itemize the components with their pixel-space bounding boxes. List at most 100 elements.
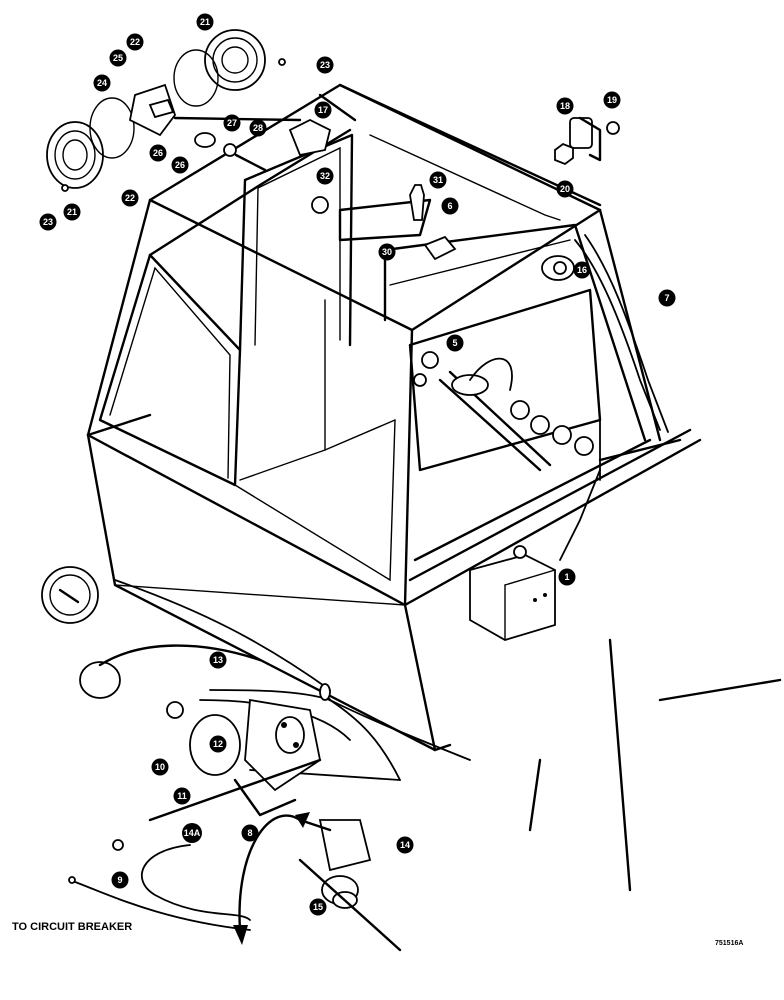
callout-25: 25 [109, 49, 127, 67]
plug [79, 579, 331, 699]
callout-circle [149, 144, 167, 162]
callout-label: 8 [247, 828, 252, 838]
callout-circle [446, 334, 464, 352]
callout-label: 21 [67, 207, 77, 217]
gauge-1 [510, 400, 530, 420]
callout-12: 12 [209, 735, 227, 753]
callout-circle [309, 898, 327, 916]
callout-21: 21 [63, 203, 81, 221]
callout-6: 6 [441, 197, 459, 215]
callout-24: 24 [93, 74, 111, 92]
callout-label: 13 [213, 655, 223, 665]
callout-circle [441, 197, 459, 215]
callout-circle [558, 568, 576, 586]
callout-circle [63, 203, 81, 221]
callout-9: 9 [111, 871, 129, 889]
callout-label: 30 [382, 247, 392, 257]
control-box [469, 545, 556, 641]
callout-23: 23 [316, 56, 334, 74]
callout-circle [121, 189, 139, 207]
callout-label: 16 [577, 265, 587, 275]
callout-label: 22 [130, 37, 140, 47]
callout-circle [126, 33, 144, 51]
callout-31: 31 [429, 171, 447, 189]
callout-label: 14A [184, 828, 201, 838]
callout-circle [556, 180, 574, 198]
callout-circle [378, 243, 396, 261]
callout-label: 5 [452, 338, 457, 348]
callout-label: 21 [200, 17, 210, 27]
callout-32: 32 [316, 167, 334, 185]
callout-label: 18 [560, 101, 570, 111]
callout-label: 12 [213, 739, 223, 749]
solenoid-12 [244, 698, 322, 792]
callout-circle [182, 823, 202, 843]
work-light-left [46, 97, 135, 192]
cable-14A [68, 839, 251, 931]
callout-26: 26 [149, 144, 167, 162]
instrument-panel [408, 288, 602, 472]
callout-label: 7 [664, 293, 669, 303]
callout-label: 26 [175, 160, 185, 170]
callout-circle [39, 213, 57, 231]
callout-21: 21 [196, 13, 214, 31]
callout-label: 6 [447, 201, 452, 211]
callout-label: 32 [320, 171, 330, 181]
callout-15: 15 [309, 898, 327, 916]
callout-1: 1 [558, 568, 576, 586]
callout-label: 27 [227, 118, 237, 128]
callout-label: 10 [155, 762, 165, 772]
callout-circle [151, 758, 169, 776]
relay-14 [298, 819, 402, 952]
horn [541, 255, 575, 281]
callout-22: 22 [126, 33, 144, 51]
callout-17: 17 [314, 101, 332, 119]
switch [413, 373, 427, 387]
callout-7: 7 [658, 289, 676, 307]
callout-22: 22 [121, 189, 139, 207]
callout-14A: 14A [182, 823, 202, 843]
drawing-number: 751516A [715, 940, 743, 947]
circuit-breaker-note: TO CIRCUIT BREAKER [12, 921, 132, 933]
callout-20: 20 [556, 180, 574, 198]
callout-27: 27 [223, 114, 241, 132]
callout-label: 23 [43, 217, 53, 227]
bracket-assembly [554, 116, 620, 166]
callout-circle [173, 787, 191, 805]
callout-19: 19 [603, 91, 621, 109]
misc-lines [528, 438, 782, 892]
callout-10: 10 [151, 758, 169, 776]
callout-circle [241, 824, 259, 842]
wire-harness [559, 234, 669, 561]
callout-label: 25 [113, 53, 123, 63]
callout-circle [573, 261, 591, 279]
gauge-5 [421, 351, 439, 369]
callout-circle [429, 171, 447, 189]
callout-label: 14 [400, 840, 410, 850]
callout-label: 20 [560, 184, 570, 194]
callout-16: 16 [573, 261, 591, 279]
callout-label: 1 [564, 572, 569, 582]
callout-circle [171, 156, 189, 174]
callout-circle [109, 49, 127, 67]
work-light-right [173, 29, 286, 107]
callout-circle [93, 74, 111, 92]
callout-label: 9 [117, 875, 122, 885]
callout-18: 18 [556, 97, 574, 115]
callout-circle [316, 56, 334, 74]
callout-circle [396, 836, 414, 854]
callout-28: 28 [249, 119, 267, 137]
callout-11: 11 [173, 787, 191, 805]
callout-label: 11 [177, 791, 187, 801]
roof-parts [288, 93, 457, 261]
callout-circle [209, 735, 227, 753]
callout-label: 23 [320, 60, 330, 70]
callout-circle [249, 119, 267, 137]
callout-circle [316, 167, 334, 185]
callout-circle [223, 114, 241, 132]
callout-circle [111, 871, 129, 889]
callout-label: 24 [97, 78, 107, 88]
gauge-4 [574, 436, 594, 456]
callout-label: 22 [125, 193, 135, 203]
